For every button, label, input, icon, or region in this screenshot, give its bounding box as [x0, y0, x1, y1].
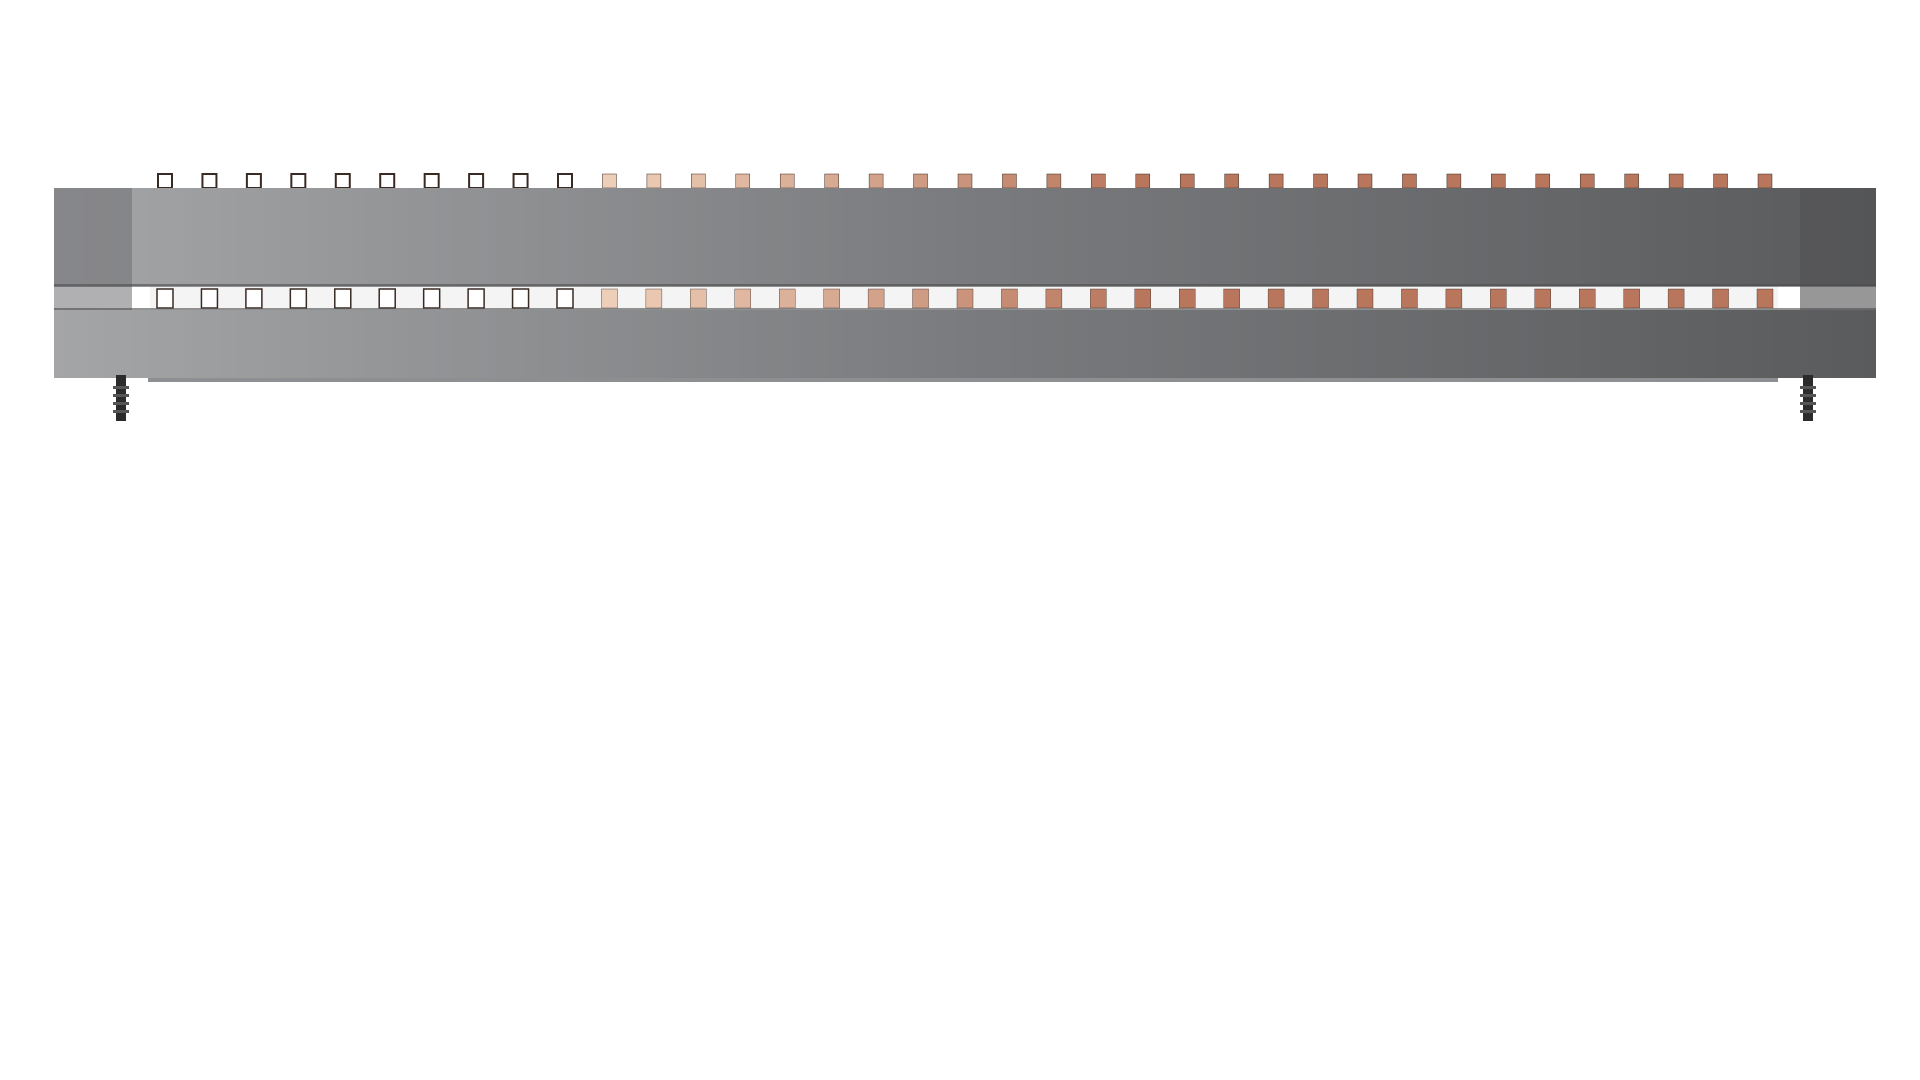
slot-contact-pin	[823, 288, 840, 309]
slot-contact-pin	[1712, 288, 1729, 309]
top-contact-pin	[512, 173, 529, 189]
slot-contact-pin	[1623, 288, 1640, 309]
slot-contact-pin	[1267, 288, 1285, 309]
top-contact-pin	[1535, 173, 1551, 189]
top-contact-pin	[1091, 173, 1106, 189]
slot-contact-pin	[601, 288, 618, 309]
seam-lower	[54, 308, 1876, 311]
slot-contact-pin	[1756, 288, 1774, 309]
top-contact-pin	[157, 173, 173, 189]
top-contact-pin	[646, 173, 662, 189]
top-contact-pin	[1313, 173, 1328, 189]
top-contact-pin	[245, 173, 262, 189]
slot-contact-pin	[1045, 288, 1063, 309]
slot-contact-pin	[200, 288, 219, 309]
top-contact-pin	[1224, 173, 1239, 189]
slot-contact-pin	[779, 288, 796, 309]
top-contact-pin	[1579, 173, 1595, 189]
top-contact-pin	[1757, 173, 1773, 189]
seam-upper	[54, 284, 1876, 287]
slot-contact-pin	[1134, 288, 1151, 309]
slot-contact-pin	[1534, 288, 1551, 309]
top-contact-pin	[201, 173, 218, 189]
slot-contact-pin	[1312, 288, 1329, 309]
top-contact-pin	[691, 173, 706, 189]
top-contact-pin	[1135, 173, 1151, 189]
slot-contact-pin	[1490, 288, 1507, 309]
top-contact-pin	[1402, 173, 1417, 189]
top-contact-pin	[1491, 173, 1506, 189]
top-contact-pin	[1624, 173, 1639, 189]
slot-contact-pin	[422, 288, 441, 309]
top-contact-pin	[290, 173, 307, 189]
slot-contact-pin	[156, 288, 174, 309]
top-contact-pin	[735, 173, 751, 189]
top-contact-pin	[1179, 173, 1195, 189]
slot-contact-pin	[289, 288, 308, 309]
top-contact-pin	[868, 173, 884, 189]
slot-contact-pin	[1223, 288, 1240, 309]
slot-contact-pin	[556, 288, 574, 309]
top-contact-pin	[1713, 173, 1728, 189]
housing-lower	[54, 310, 1876, 378]
top-contact-pin	[779, 173, 795, 189]
screw-post-left	[113, 375, 129, 421]
slot-contact-pin	[690, 288, 707, 309]
top-contact-pin	[557, 173, 573, 189]
top-contact-pin	[1668, 173, 1684, 189]
top-contact-pin	[602, 173, 617, 189]
top-contact-pin	[468, 173, 485, 189]
top-contact-pin	[334, 173, 351, 189]
slot-contact-pin	[1445, 288, 1463, 309]
top-contact-pin	[423, 173, 440, 189]
slot-contact-pin	[1090, 288, 1107, 309]
slot-contact-pin	[1179, 288, 1196, 309]
slot-contact-pin	[245, 288, 263, 309]
slot-contact-pin	[912, 288, 929, 309]
slot-contact-pin	[1001, 288, 1018, 309]
top-contact-row	[157, 173, 1773, 189]
top-contact-pin	[1446, 173, 1462, 189]
slot-contact-pin	[334, 288, 352, 309]
top-contact-pin	[913, 173, 928, 189]
slot-contact-pin	[867, 288, 885, 309]
slot-contact-pin	[378, 288, 396, 309]
slot-contact-pin	[1667, 288, 1685, 309]
housing-upper	[54, 188, 1876, 286]
slot-contact-pin	[645, 288, 663, 309]
slot-contact-pin	[467, 288, 485, 309]
slot-contact-pin	[511, 288, 530, 309]
slot-contact-pin	[734, 288, 751, 309]
slot-contact-pin	[956, 288, 974, 309]
top-contact-pin	[824, 173, 839, 189]
slot-contact-pin	[1356, 288, 1374, 309]
slot-contact-pin	[1579, 288, 1596, 309]
slot-contact-pin	[1401, 288, 1418, 309]
top-contact-pin	[1357, 173, 1373, 189]
housing-base-lip	[148, 378, 1778, 382]
top-contact-pin	[1002, 173, 1017, 189]
top-contact-pin	[957, 173, 973, 189]
screw-post-right	[1800, 375, 1816, 421]
top-contact-pin	[379, 173, 396, 189]
top-contact-pin	[1268, 173, 1284, 189]
top-contact-pin	[1046, 173, 1062, 189]
